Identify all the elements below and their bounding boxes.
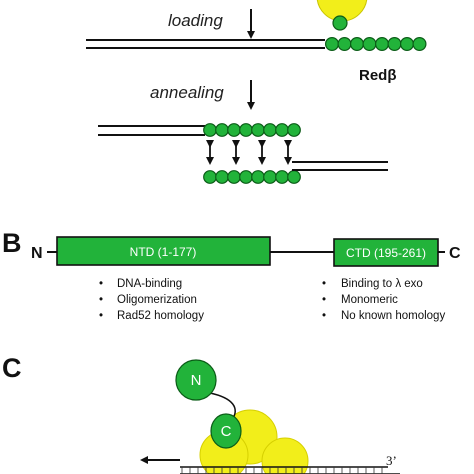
ntd-feature-item: Rad52 homology <box>117 310 204 322</box>
redbeta-monomer <box>287 170 301 184</box>
bullet-icon: • <box>322 310 326 322</box>
ctd-feature-item: Binding to λ exo <box>341 278 423 290</box>
panel-c: C 3’ N C <box>2 353 400 474</box>
redbeta-monomer <box>227 170 241 184</box>
step-annealing-label: annealing <box>150 83 224 102</box>
redbeta-monomer <box>239 123 253 137</box>
ntd-feature-list: • DNA-binding • Oligomerization • Rad52 … <box>99 278 204 322</box>
redbeta-monomer <box>287 123 301 137</box>
redbeta-monomer <box>412 36 427 51</box>
redbeta-monomer <box>387 36 402 51</box>
base-pair-ticks <box>181 467 383 474</box>
c-domain-label: C <box>221 423 232 440</box>
redbeta-monomer <box>350 36 365 51</box>
c-terminus-label: C <box>449 245 461 262</box>
redbeta-monomer <box>275 170 289 184</box>
exo-lobe <box>261 437 309 474</box>
redbeta-monomer <box>251 123 265 137</box>
n-domain-label: N <box>191 372 202 389</box>
bullet-icon: • <box>99 310 103 322</box>
n-terminus-label: N <box>31 245 43 262</box>
panel-b: B N C NTD (1-177) CTD (195-261) • DNA-bi… <box>2 228 461 322</box>
redbeta-monomer <box>400 36 415 51</box>
redbeta-monomer <box>275 123 289 137</box>
panel-b-letter: B <box>2 228 22 258</box>
bullet-icon: • <box>322 294 326 306</box>
redbeta-monomer <box>227 123 241 137</box>
redbeta-monomer <box>337 36 352 51</box>
ctd-feature-item: No known homology <box>341 310 445 322</box>
bullet-icon: • <box>99 294 103 306</box>
redbeta-monomer <box>215 170 229 184</box>
step-loading-label: loading <box>168 11 223 30</box>
ctd-feature-list: • Binding to λ exo • Monomeric • No know… <box>322 278 445 322</box>
panel-c-letter: C <box>2 353 22 383</box>
ctd-feature-item: Monomeric <box>341 294 398 306</box>
redbeta-filament-upper <box>203 123 301 137</box>
ntd-domain-box <box>56 236 271 266</box>
beta-symbol: β <box>387 67 396 84</box>
ntd-feature-item: Oligomerization <box>117 294 197 306</box>
redbeta-monomer <box>239 170 253 184</box>
panel-a: loading Redβ annealing <box>86 0 427 184</box>
ntd-domain-label: NTD (1-177) <box>130 245 197 259</box>
n-domain-blob <box>175 359 217 401</box>
bullet-icon: • <box>99 278 103 290</box>
redbeta-monomer <box>263 170 277 184</box>
redbeta-loading-monomer <box>332 15 348 31</box>
protein-name: Redβ <box>359 67 397 84</box>
redbeta-filament-lower <box>203 170 301 184</box>
c-domain-blob <box>210 413 242 449</box>
redbeta-monomer <box>215 123 229 137</box>
ctd-domain-label: CTD (195-261) <box>346 246 426 260</box>
redbeta-monomer <box>263 123 277 137</box>
redbeta-monomer <box>203 123 217 137</box>
redbeta-monomer <box>203 170 217 184</box>
redbeta-monomer <box>251 170 265 184</box>
ctd-domain-box <box>333 238 439 267</box>
redbeta-filament-loaded <box>325 36 427 51</box>
three-prime-label: 3’ <box>386 453 397 468</box>
redbeta-monomer <box>362 36 377 51</box>
pairing-arrows <box>206 140 292 165</box>
redbeta-monomer <box>375 36 390 51</box>
ntd-feature-item: DNA-binding <box>117 278 182 290</box>
redbeta-monomer <box>325 36 340 51</box>
bullet-icon: • <box>322 278 326 290</box>
